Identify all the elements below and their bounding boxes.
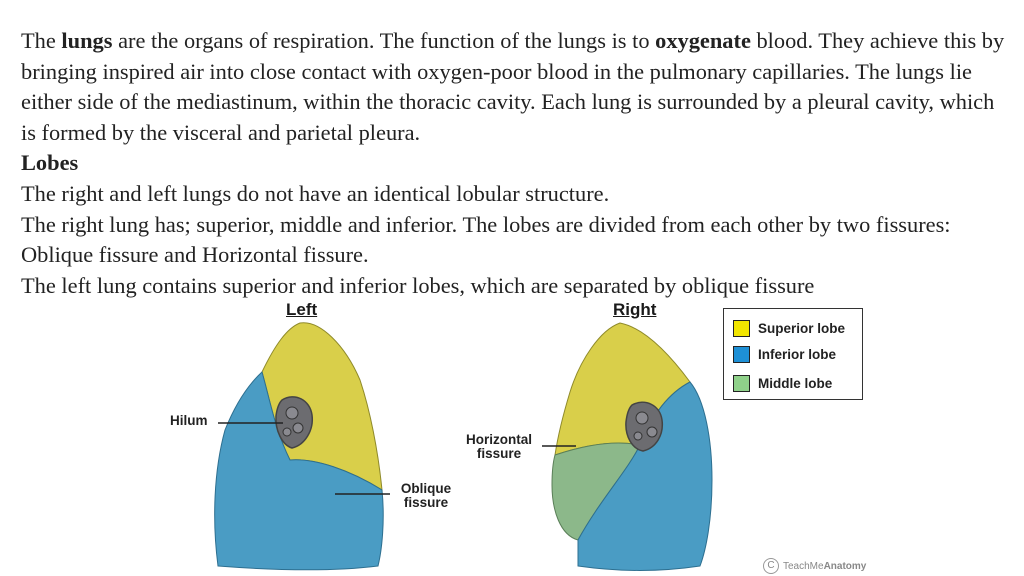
oblique-label-line-1: Oblique: [400, 481, 452, 496]
lungs-illustration: [214, 322, 713, 571]
horizontal-label-line-1: Horizontal: [466, 432, 532, 447]
legend-label-middle: Middle lobe: [758, 375, 833, 391]
hilum-label: Hilum: [170, 413, 208, 428]
lobe-legend: Superior lobe Inferior lobe Middle lobe: [723, 308, 863, 400]
legend-item-superior: Superior lobe: [733, 318, 845, 338]
article-text: The lungs are the organs of respiration.…: [21, 26, 1011, 301]
lobes-heading: Lobes: [21, 150, 79, 176]
left-lung: [214, 322, 384, 571]
legend-label-superior: Superior lobe: [758, 320, 846, 336]
credit-text-2: Anatomy: [823, 560, 867, 572]
horizontal-fissure-label: Horizontal fissure: [458, 433, 540, 461]
legend-item-middle: Middle lobe: [733, 373, 832, 393]
right-lung-title: Right: [613, 300, 657, 319]
legend-item-inferior: Inferior lobe: [733, 344, 836, 364]
identical-structure-line: The right and left lungs do not have an …: [21, 180, 610, 206]
right-lung-description: The right lung has; superior, middle and…: [21, 211, 951, 268]
legend-label-inferior: Inferior lobe: [758, 346, 837, 362]
legend-swatch-middle: [733, 374, 750, 392]
intro-paragraph: The lungs are the organs of respiration.…: [21, 26, 1011, 148]
left-hilum-vessel-1: [285, 406, 299, 420]
right-hilum-vessel-1: [635, 411, 649, 425]
lung-lobes-figure: Left Right Hilum Oblique fissure Horizon…: [0, 296, 1024, 576]
intro-text-part-3: blood. They achieve this by bringing ins…: [21, 28, 1005, 145]
legend-swatch-superior: [733, 319, 750, 337]
left-lung-title: Left: [286, 300, 318, 319]
horizontal-label-line-2: fissure: [476, 446, 522, 461]
legend-swatch-inferior: [733, 345, 750, 363]
intro-text-part-1: The: [21, 28, 62, 53]
left-hilum-vessel-3: [282, 427, 292, 437]
term-lungs: lungs: [61, 28, 113, 53]
left-inferior-lobe: [214, 371, 384, 571]
left-lung-description: The left lung contains superior and infe…: [21, 272, 815, 298]
term-oxygenate: oxygenate: [655, 28, 751, 53]
right-hilum-vessel-2: [646, 426, 658, 438]
right-hilum-vessel-3: [633, 431, 643, 441]
copyright-icon: C: [763, 558, 779, 574]
intro-text-part-2: are the organs of respiration. The funct…: [112, 28, 656, 53]
credit-text-1: TeachMe: [783, 560, 824, 572]
oblique-fissure-label: Oblique fissure: [396, 482, 456, 510]
left-hilum-vessel-2: [292, 422, 304, 434]
oblique-label-line-2: fissure: [403, 495, 449, 510]
right-lung: [551, 322, 713, 571]
